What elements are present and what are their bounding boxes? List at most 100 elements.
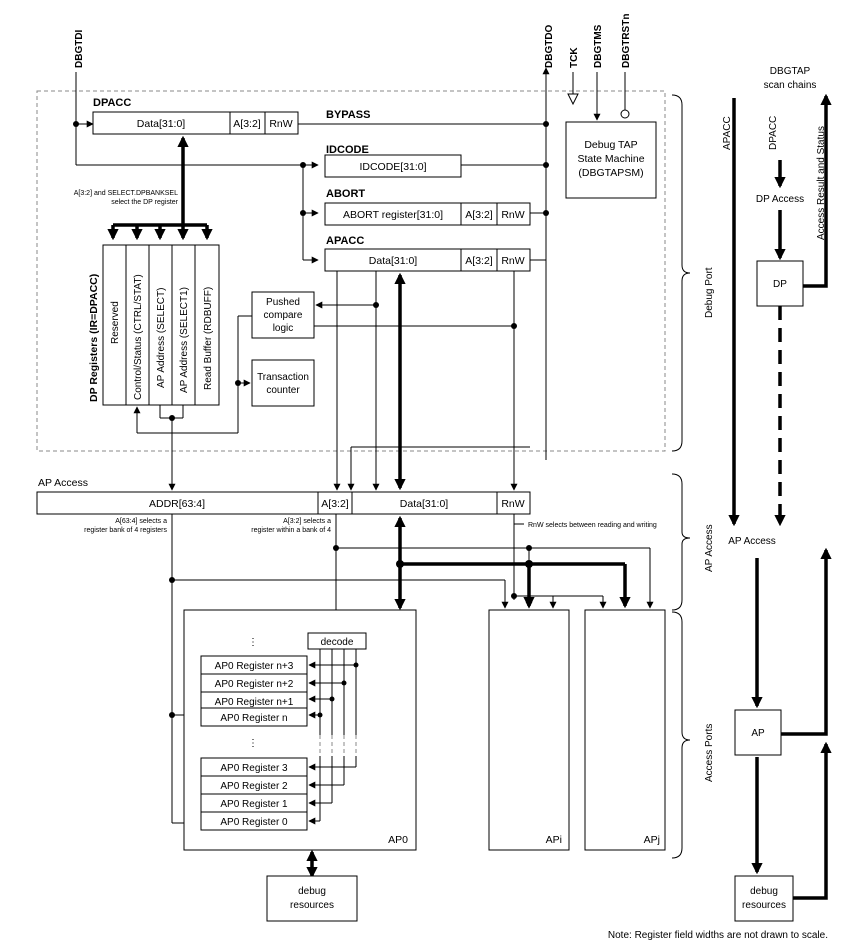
debug-tap-state-machine [565,121,657,199]
ellipsis-top: ⋮ [248,637,258,648]
dbgtrstn-label: DBGTRSTn [621,14,632,68]
ap0-reg-n2: AP0 Register n+2 [215,679,294,690]
access-ports-label: Access Ports [704,724,715,782]
overview-scan: scan chains [764,80,817,91]
pushed-compare-logic [251,291,315,339]
apj-block [584,609,666,851]
abort-register [324,202,531,226]
pushed-line2: compare [264,310,303,321]
idcode-title: IDCODE [326,144,369,156]
overview-ap: AP [751,728,765,739]
ap-access-label: AP Access [704,524,715,572]
overview-dp-box [756,260,804,307]
ap-access-register [36,491,531,515]
ap-rnw-field: RnW [501,498,524,510]
decode-box [307,632,367,650]
ap0-reg-0: AP0 Register 0 [220,817,288,828]
debug-port-bracket [671,94,691,452]
overview-dp: DP [773,279,787,290]
ellipsis-bottom: ⋮ [248,738,258,749]
access-ports-bracket [671,611,691,859]
a32-note-line2: register within a bank of 4 [251,527,331,534]
dbgtms-label: DBGTMS [593,24,604,68]
ap0-reg-n3: AP0 Register n+3 [215,661,294,672]
pushed-line1: Pushed [266,297,300,308]
ap0-reg-2: AP0 Register 2 [220,781,288,792]
overview-apacc: APACC [722,116,733,150]
debug-resources-line2: resources [290,900,334,911]
ap-access-title: AP Access [38,477,88,489]
rnw-note: RnW selects between reading and writing [528,522,657,529]
transaction-line1: Transaction [257,372,309,383]
apj-label: APj [644,834,660,846]
ap0-bottom-registers: AP0 Register 3 AP0 Register 2 AP0 Regist… [200,757,308,831]
api-block [488,609,570,851]
ap0-reg-3: AP0 Register 3 [220,763,288,774]
dpacc-addr-field: A[3:2] [233,118,261,130]
dpacc-register [92,111,299,135]
ap0-register-row [200,811,308,831]
tap-line2: State Machine [577,153,644,165]
tap-line1: Debug TAP [584,139,637,151]
decode-label: decode [321,637,354,648]
debug-resources-line1: debug [298,886,326,897]
overview-result: Access Result and Status [816,126,827,240]
dpacc-title: DPACC [93,97,131,109]
ap0-reg-n: AP0 Register n [220,713,287,724]
addr-note-line2: register bank of 4 registers [84,527,167,534]
dp-reg-select: AP Address (SELECT) [156,288,167,388]
dbgtdi-label: DBGTDI [74,29,85,68]
ap0-reg-n1: AP0 Register n+1 [215,697,294,708]
abort-addr-field: A[3:2] [465,209,493,221]
scale-note: Note: Register field widths are not draw… [608,930,828,941]
overview-dpacc: DPACC [768,116,779,150]
bypass-label: BYPASS [326,109,370,121]
overview-ap-access: AP Access [728,536,776,547]
apacc-title: APACC [326,235,364,247]
decode-select-lines [308,649,359,825]
dp-reg-reserved: Reserved [110,301,121,344]
select-note-line2: select the DP register [111,199,178,206]
overview-dbgtap: DBGTAP [770,66,811,77]
debug-port-label: Debug Port [704,267,715,318]
transaction-counter [251,359,315,407]
pushed-line3: logic [273,323,294,334]
idcode-register [324,154,462,178]
ap0-register-row [200,707,308,727]
tck-clock-symbol [567,93,579,106]
ap-access-bracket [671,473,691,611]
dp-reg-ctrl-stat: Control/Status (CTRL/STAT) [133,274,144,400]
dp-registers-title: DP Registers (IR=DPACC) [88,274,100,402]
apacc-register [324,248,531,272]
dp-reg-rdbuff: Read Buffer (RDBUFF) [203,287,214,390]
overview-resources: resources [742,900,786,911]
ap0-reg-1: AP0 Register 1 [220,799,288,810]
abort-field: ABORT register[31:0] [343,209,443,221]
dp-registers [102,244,220,406]
ap-a32-field: A[3:2] [321,498,349,510]
select-note-line1: A[3:2] and SELECT.DPBANKSEL [74,190,178,197]
tck-label: TCK [569,47,580,68]
overview-debug-resources-box [734,875,794,922]
dpacc-rnw-field: RnW [269,118,292,130]
tap-line3: (DBGTAPSM) [578,167,643,179]
ap0-label: AP0 [388,834,408,846]
dp-reg-select1: AP Address (SELECT1) [179,287,190,393]
abort-title: ABORT [326,188,365,200]
apacc-addr-field: A[3:2] [465,255,493,267]
idcode-field: IDCODE[31:0] [359,161,426,173]
abort-rnw-field: RnW [501,209,524,221]
overview-result-arrow [803,93,832,288]
a32-note-line1: A[3:2] selects a [283,518,331,525]
addr-note-line1: A[63:4] selects a [115,518,167,525]
debug-resources-box [266,875,358,922]
dbgtdo-label: DBGTDO [544,24,555,68]
ap0-top-registers: AP0 Register n+3 AP0 Register n+2 AP0 Re… [200,655,308,727]
transaction-line2: counter [266,385,300,396]
ap-data-field: Data[31:0] [400,498,449,510]
apacc-rnw-field: RnW [501,255,524,267]
overview-ap-box [734,709,782,756]
ap-addr-field: ADDR[63:4] [149,498,205,510]
overview-debug: debug [750,886,778,897]
